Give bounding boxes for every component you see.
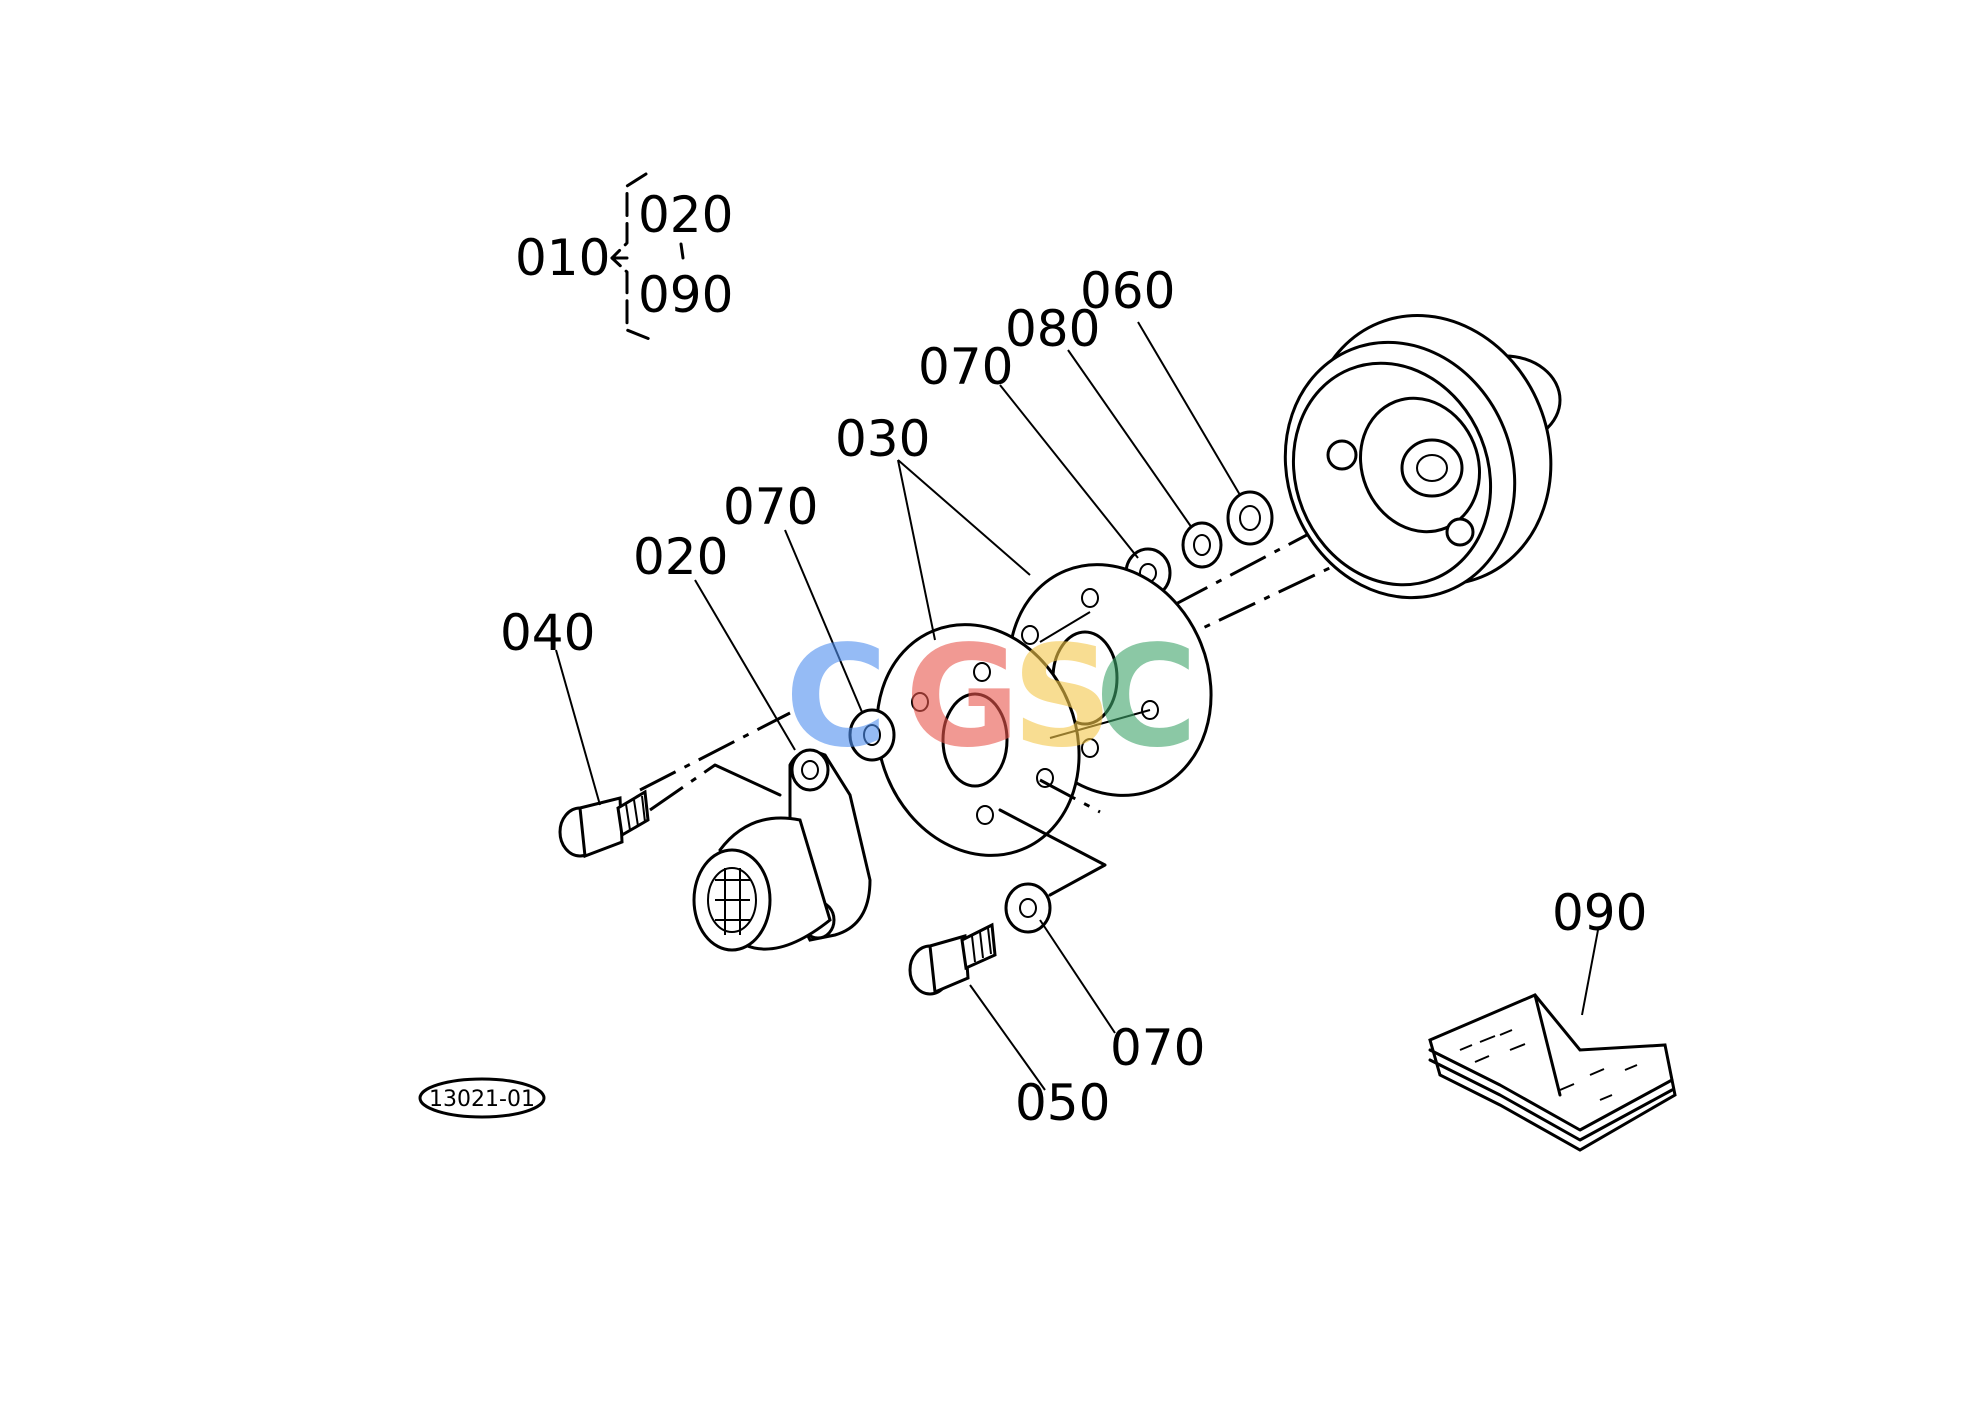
callout-080: 080 bbox=[1005, 300, 1100, 358]
assembly-label: 010 bbox=[515, 229, 610, 287]
callout-040: 040 bbox=[500, 604, 595, 662]
watermark-letter-1: C bbox=[785, 616, 888, 779]
range-start-label: 020 bbox=[638, 186, 733, 244]
callout-060: 060 bbox=[1080, 262, 1175, 320]
callout-070-top: 070 bbox=[918, 338, 1013, 396]
reference-code-badge: 13021-01 bbox=[418, 1077, 546, 1119]
watermark-letter-2: G bbox=[905, 616, 1020, 779]
watermark-letter-3: S bbox=[1012, 616, 1113, 779]
pulley bbox=[1283, 314, 1562, 600]
leader-lines bbox=[555, 321, 1599, 1091]
callout-020: 020 bbox=[633, 528, 728, 586]
callout-030: 030 bbox=[835, 410, 930, 468]
watermark: C G S C bbox=[785, 616, 1198, 779]
bolt-050 bbox=[908, 922, 997, 996]
assembly-group: 010 020 090 bbox=[515, 172, 733, 342]
callout-090: 090 bbox=[1552, 884, 1647, 942]
callout-labels: 060 080 070 030 070 020 040 090 070 050 bbox=[500, 262, 1647, 1132]
lock-washer bbox=[1181, 521, 1223, 569]
callout-070-mid: 070 bbox=[723, 478, 818, 536]
coupling-hub bbox=[692, 748, 872, 952]
washer-bottom bbox=[1004, 882, 1052, 934]
callout-050: 050 bbox=[1015, 1074, 1110, 1132]
callout-070-bottom: 070 bbox=[1110, 1019, 1205, 1077]
bolt-040 bbox=[558, 789, 650, 859]
range-connector bbox=[679, 242, 685, 260]
nut bbox=[1226, 490, 1274, 546]
watermark-letter-4: C bbox=[1095, 616, 1198, 779]
range-end-label: 090 bbox=[638, 266, 733, 324]
reference-code: 13021-01 bbox=[429, 1087, 535, 1112]
instruction-booklet bbox=[1428, 993, 1677, 1152]
washer-mid bbox=[848, 708, 896, 762]
